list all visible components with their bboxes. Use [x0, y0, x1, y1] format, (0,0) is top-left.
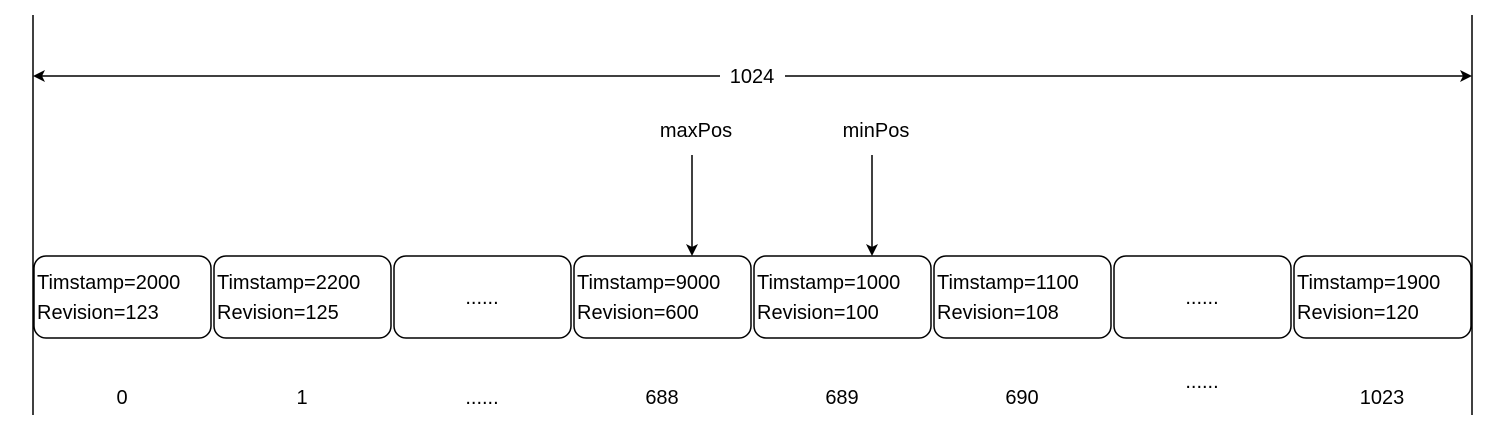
cell-ellipsis: ...... [465, 287, 498, 309]
buffer-size-dimension: 1024 [33, 66, 1472, 88]
cell-ellipsis: ...... [1185, 287, 1218, 309]
cell-index: 1 [296, 387, 307, 409]
pointer-label: minPos [843, 120, 910, 142]
cell-index: 689 [825, 387, 858, 409]
cell-timestamp: Timstamp=1100 [937, 272, 1079, 294]
cell-index: ...... [1185, 371, 1218, 393]
cell-timestamp: Timstamp=2000 [37, 272, 180, 294]
cell-box [933, 255, 1112, 339]
pointers: maxPos minPos [660, 120, 910, 256]
cell-timestamp: Timstamp=1900 [1297, 272, 1440, 294]
pointer-maxPos: maxPos [660, 120, 732, 256]
cell-revision: Revision=120 [1297, 302, 1419, 324]
cell-box [213, 255, 392, 339]
cell-revision: Revision=600 [577, 302, 699, 324]
cell-timestamp: Timstamp=9000 [577, 272, 720, 294]
cell-box [33, 255, 212, 339]
cell-timestamp: Timstamp=1000 [757, 272, 900, 294]
pointer-label: maxPos [660, 120, 732, 142]
cell-index: 688 [645, 387, 678, 409]
cell-revision: Revision=123 [37, 302, 159, 324]
cell-revision: Revision=125 [217, 302, 339, 324]
cell-revision: Revision=100 [757, 302, 879, 324]
cell-box [753, 255, 932, 339]
buffer-cell: ............ [393, 255, 572, 409]
cell-index: ...... [465, 387, 498, 409]
cell-index: 0 [116, 387, 127, 409]
pointer-minPos: minPos [843, 120, 910, 256]
cell-box [1293, 255, 1472, 339]
buffer-cell: ............ [1113, 255, 1292, 393]
buffer-size-label: 1024 [730, 66, 775, 88]
cell-index: 690 [1005, 387, 1038, 409]
cell-box [1113, 255, 1292, 339]
cell-box [393, 255, 572, 339]
cell-timestamp: Timstamp=2200 [217, 272, 360, 294]
cell-revision: Revision=108 [937, 302, 1059, 324]
cell-index: 1023 [1360, 387, 1405, 409]
cell-box [573, 255, 752, 339]
